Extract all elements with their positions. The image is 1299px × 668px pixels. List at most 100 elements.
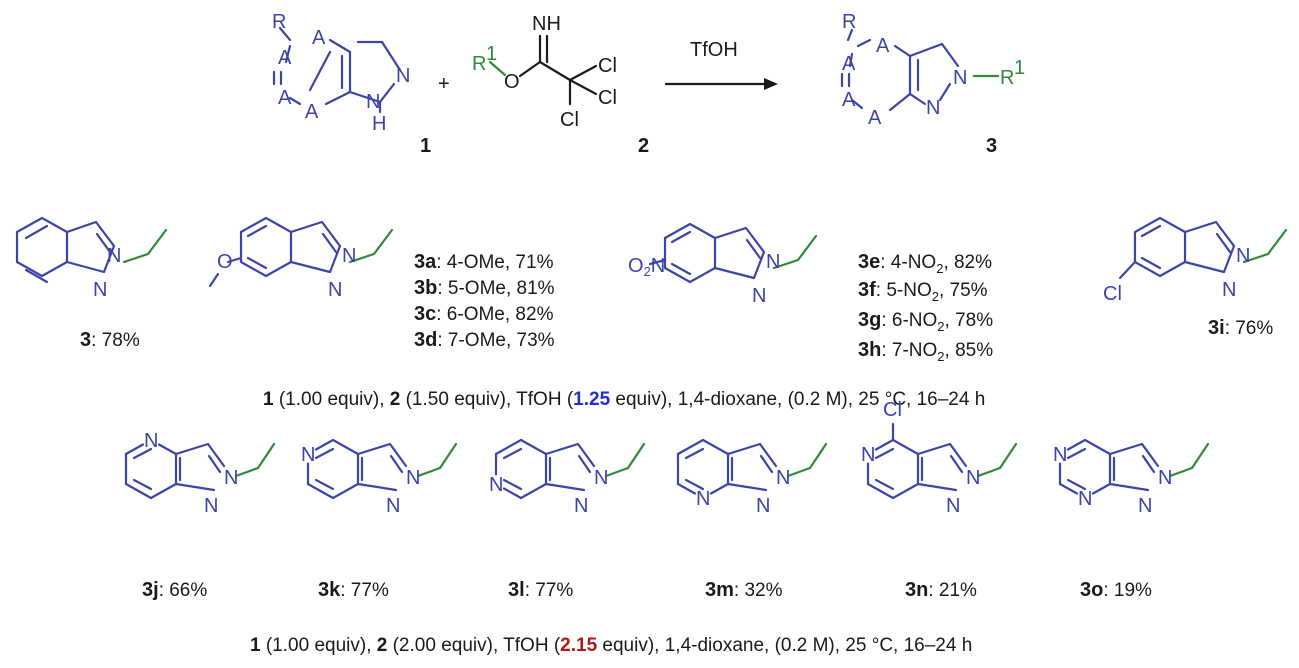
ring-atom-n: N [301, 444, 315, 466]
yield-list-ome: 3a: 4-OMe, 71% 3b: 5-OMe, 81% 3c: 6-OMe,… [414, 251, 555, 351]
r1-superscript: 1 [486, 43, 497, 65]
ring-atom-n: N [926, 97, 940, 119]
bond [124, 482, 153, 500]
chlorine-label: Cl [560, 109, 579, 131]
ring-atom-n: N [1236, 245, 1250, 267]
bond [174, 482, 216, 492]
bond [494, 438, 523, 456]
structure-3i [1118, 216, 1288, 280]
bond [331, 438, 360, 456]
bond [976, 442, 1018, 478]
bond [577, 454, 592, 474]
ring-atom-n: N [966, 467, 980, 489]
chloro-label: Cl [883, 399, 902, 421]
ring-atom-n: N [489, 474, 503, 496]
bond [1066, 447, 1087, 460]
oxygen-label: O [504, 71, 520, 93]
bond [416, 442, 458, 478]
structure-3k: NNN [301, 438, 458, 517]
r1-label: R [472, 53, 486, 75]
yield-3: 3: 78% [80, 329, 140, 351]
ring-atom-a: A [305, 101, 319, 123]
svg-text:3d: 7-OMe, 73%: 3d: 7-OMe, 73% [414, 329, 555, 351]
bond [1066, 438, 1087, 451]
bond [502, 447, 523, 460]
reagent-label: TfOH [690, 39, 738, 61]
ring-atom-n: N [204, 495, 218, 517]
compound-number-3: 3 [986, 135, 997, 157]
yield-list-no2: 3e: 4-NO2, 82% 3f: 5-NO2, 75% 3g: 6-NO2,… [858, 251, 993, 364]
structure-3a-3d [208, 216, 394, 288]
bond [502, 478, 523, 491]
bond [314, 447, 335, 460]
ring-atom-n: N [1158, 467, 1172, 489]
bond [1066, 478, 1087, 491]
ring-atom-n: N [594, 467, 608, 489]
structure-3l: NNN [489, 438, 646, 517]
bond [759, 454, 774, 474]
bond [149, 482, 178, 500]
methoxy-o-label: O [217, 251, 233, 273]
bond [544, 482, 586, 492]
conditions-row-1: 1 (1.00 equiv), 2 (1.50 equiv), TfOH (1.… [263, 389, 985, 410]
svg-text:3c: 6-OMe, 82%: 3c: 6-OMe, 82% [414, 303, 554, 325]
structure-3j: NNN [124, 430, 276, 517]
bond [866, 482, 895, 500]
ring-atom-n: N [752, 285, 766, 307]
ring-atom-n: N [766, 251, 780, 273]
bond [726, 482, 768, 492]
bond [916, 482, 958, 492]
product-3: R A A A A N N R 1 [840, 11, 1025, 129]
r1-superscript: 1 [1014, 57, 1025, 79]
starting-material-1: R A A A A N N H [272, 11, 410, 135]
ring-atom-n: N [1138, 495, 1152, 517]
structure-3m: NNN [676, 438, 828, 517]
ring-atom-a: A [842, 89, 856, 111]
bond [874, 447, 895, 460]
ring-atom-n: N [107, 245, 121, 267]
conditions-row-2: 1 (1.00 equiv), 2 (2.00 equiv), TfOH (2.… [250, 635, 972, 656]
svg-text:3h: 7-NO2, 85%: 3h: 7-NO2, 85% [858, 339, 993, 364]
imine-nh-label: NH [532, 13, 561, 35]
bond [207, 454, 222, 474]
ring-atom-n: N [953, 67, 967, 89]
compound-number-2: 2 [638, 135, 649, 157]
bond [684, 478, 705, 491]
ring-atom-a: A [312, 27, 326, 49]
bond [314, 478, 335, 491]
bond [174, 442, 226, 468]
ring-atom-n: N [93, 279, 107, 301]
ring-atom-a: A [278, 87, 292, 109]
bond [356, 482, 398, 492]
bond [544, 442, 596, 468]
bond [709, 482, 730, 495]
bond [786, 442, 828, 478]
bond [726, 442, 778, 468]
bond [234, 442, 276, 478]
bond [676, 438, 705, 456]
bond [331, 482, 360, 500]
yield-3i: 3i: 76% [1208, 317, 1273, 339]
yield-3o: 3o: 19% [1080, 579, 1152, 601]
ring-atom-n: N [406, 467, 420, 489]
ring-atom-n: N [366, 91, 380, 113]
chlorine-label: Cl [598, 87, 617, 109]
bond [314, 438, 335, 451]
ring-atom-n: N [1053, 444, 1067, 466]
yield-3n: 3n: 21% [905, 579, 977, 601]
ring-atom-n: N [946, 495, 960, 517]
ring-atom-a: A [868, 107, 882, 129]
svg-text:3a: 4-OMe, 71%: 3a: 4-OMe, 71% [414, 251, 554, 273]
bond [604, 442, 646, 478]
ring-atom-n: N [861, 444, 875, 466]
reagent-2: NH R 1 O Cl Cl Cl [472, 13, 617, 131]
bond [1108, 442, 1160, 468]
ring-atom-n: N [1222, 279, 1236, 301]
yield-3j: 3j: 66% [142, 579, 207, 601]
ring-atom-a: A [278, 47, 292, 69]
svg-text:3f: 5-NO2, 75%: 3f: 5-NO2, 75% [858, 279, 988, 304]
bond [132, 447, 153, 460]
compound-number-1: 1 [420, 135, 431, 157]
